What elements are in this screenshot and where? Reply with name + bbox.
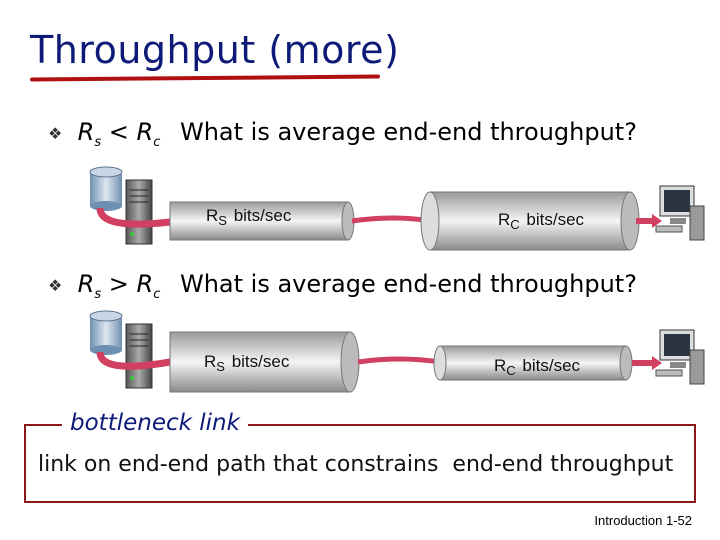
database-icon [89, 310, 123, 355]
server-icon [125, 179, 153, 245]
rate-relation: Rs < Rc [77, 118, 161, 150]
arrow-head-icon [652, 214, 662, 228]
link-pipe-rc [433, 345, 633, 381]
footer-section: Introduction [594, 513, 663, 528]
rate-relation: Rs > Rc [77, 270, 161, 302]
pipe-label-rs: RS bits/sec [206, 206, 292, 228]
network-scene-1: RS bits/sec RC bits/sec [0, 160, 720, 270]
pipe-label-rs: RS bits/sec [204, 352, 290, 374]
bullet-marker: ❖ [48, 275, 63, 295]
network-scene-2: RS bits/sec RC bits/sec [0, 304, 720, 414]
page-number: 1-52 [665, 513, 692, 528]
title-underline [29, 74, 381, 82]
arrow-head-icon [652, 356, 662, 370]
slide-title: Throughput (more) [30, 28, 400, 72]
definition-box [24, 424, 696, 503]
pipe-label-rc: RC bits/sec [494, 356, 581, 378]
flow-arrow-start [96, 351, 171, 370]
desktop-computer-icon [655, 185, 705, 241]
definition-text: link on end-end path that constrains end… [38, 452, 674, 477]
link-pipe-rs [169, 201, 355, 241]
desktop-computer-icon [655, 329, 705, 385]
pipe-diagram [89, 310, 705, 393]
flow-arrow-mid [357, 356, 441, 365]
bullet-marker: ❖ [48, 123, 63, 143]
database-icon [89, 166, 123, 211]
definition-term: bottleneck link [62, 410, 248, 436]
link-pipe-rs [169, 331, 360, 393]
bullet-item-2: ❖ Rs > Rc What is average end-end throug… [48, 270, 637, 302]
link-pipe-rc [420, 191, 640, 251]
slide-footer: Introduction 1-52 [594, 513, 692, 528]
flow-arrow-mid [351, 215, 431, 224]
pipe-diagram [89, 166, 705, 251]
question-text: What is average end-end throughput? [179, 270, 637, 298]
question-text: What is average end-end throughput? [179, 118, 637, 146]
pipe-label-rc: RC bits/sec [498, 210, 585, 232]
server-icon [125, 323, 153, 389]
flow-arrow-start [96, 207, 171, 228]
bullet-item-1: ❖ Rs < Rc What is average end-end throug… [48, 118, 637, 150]
